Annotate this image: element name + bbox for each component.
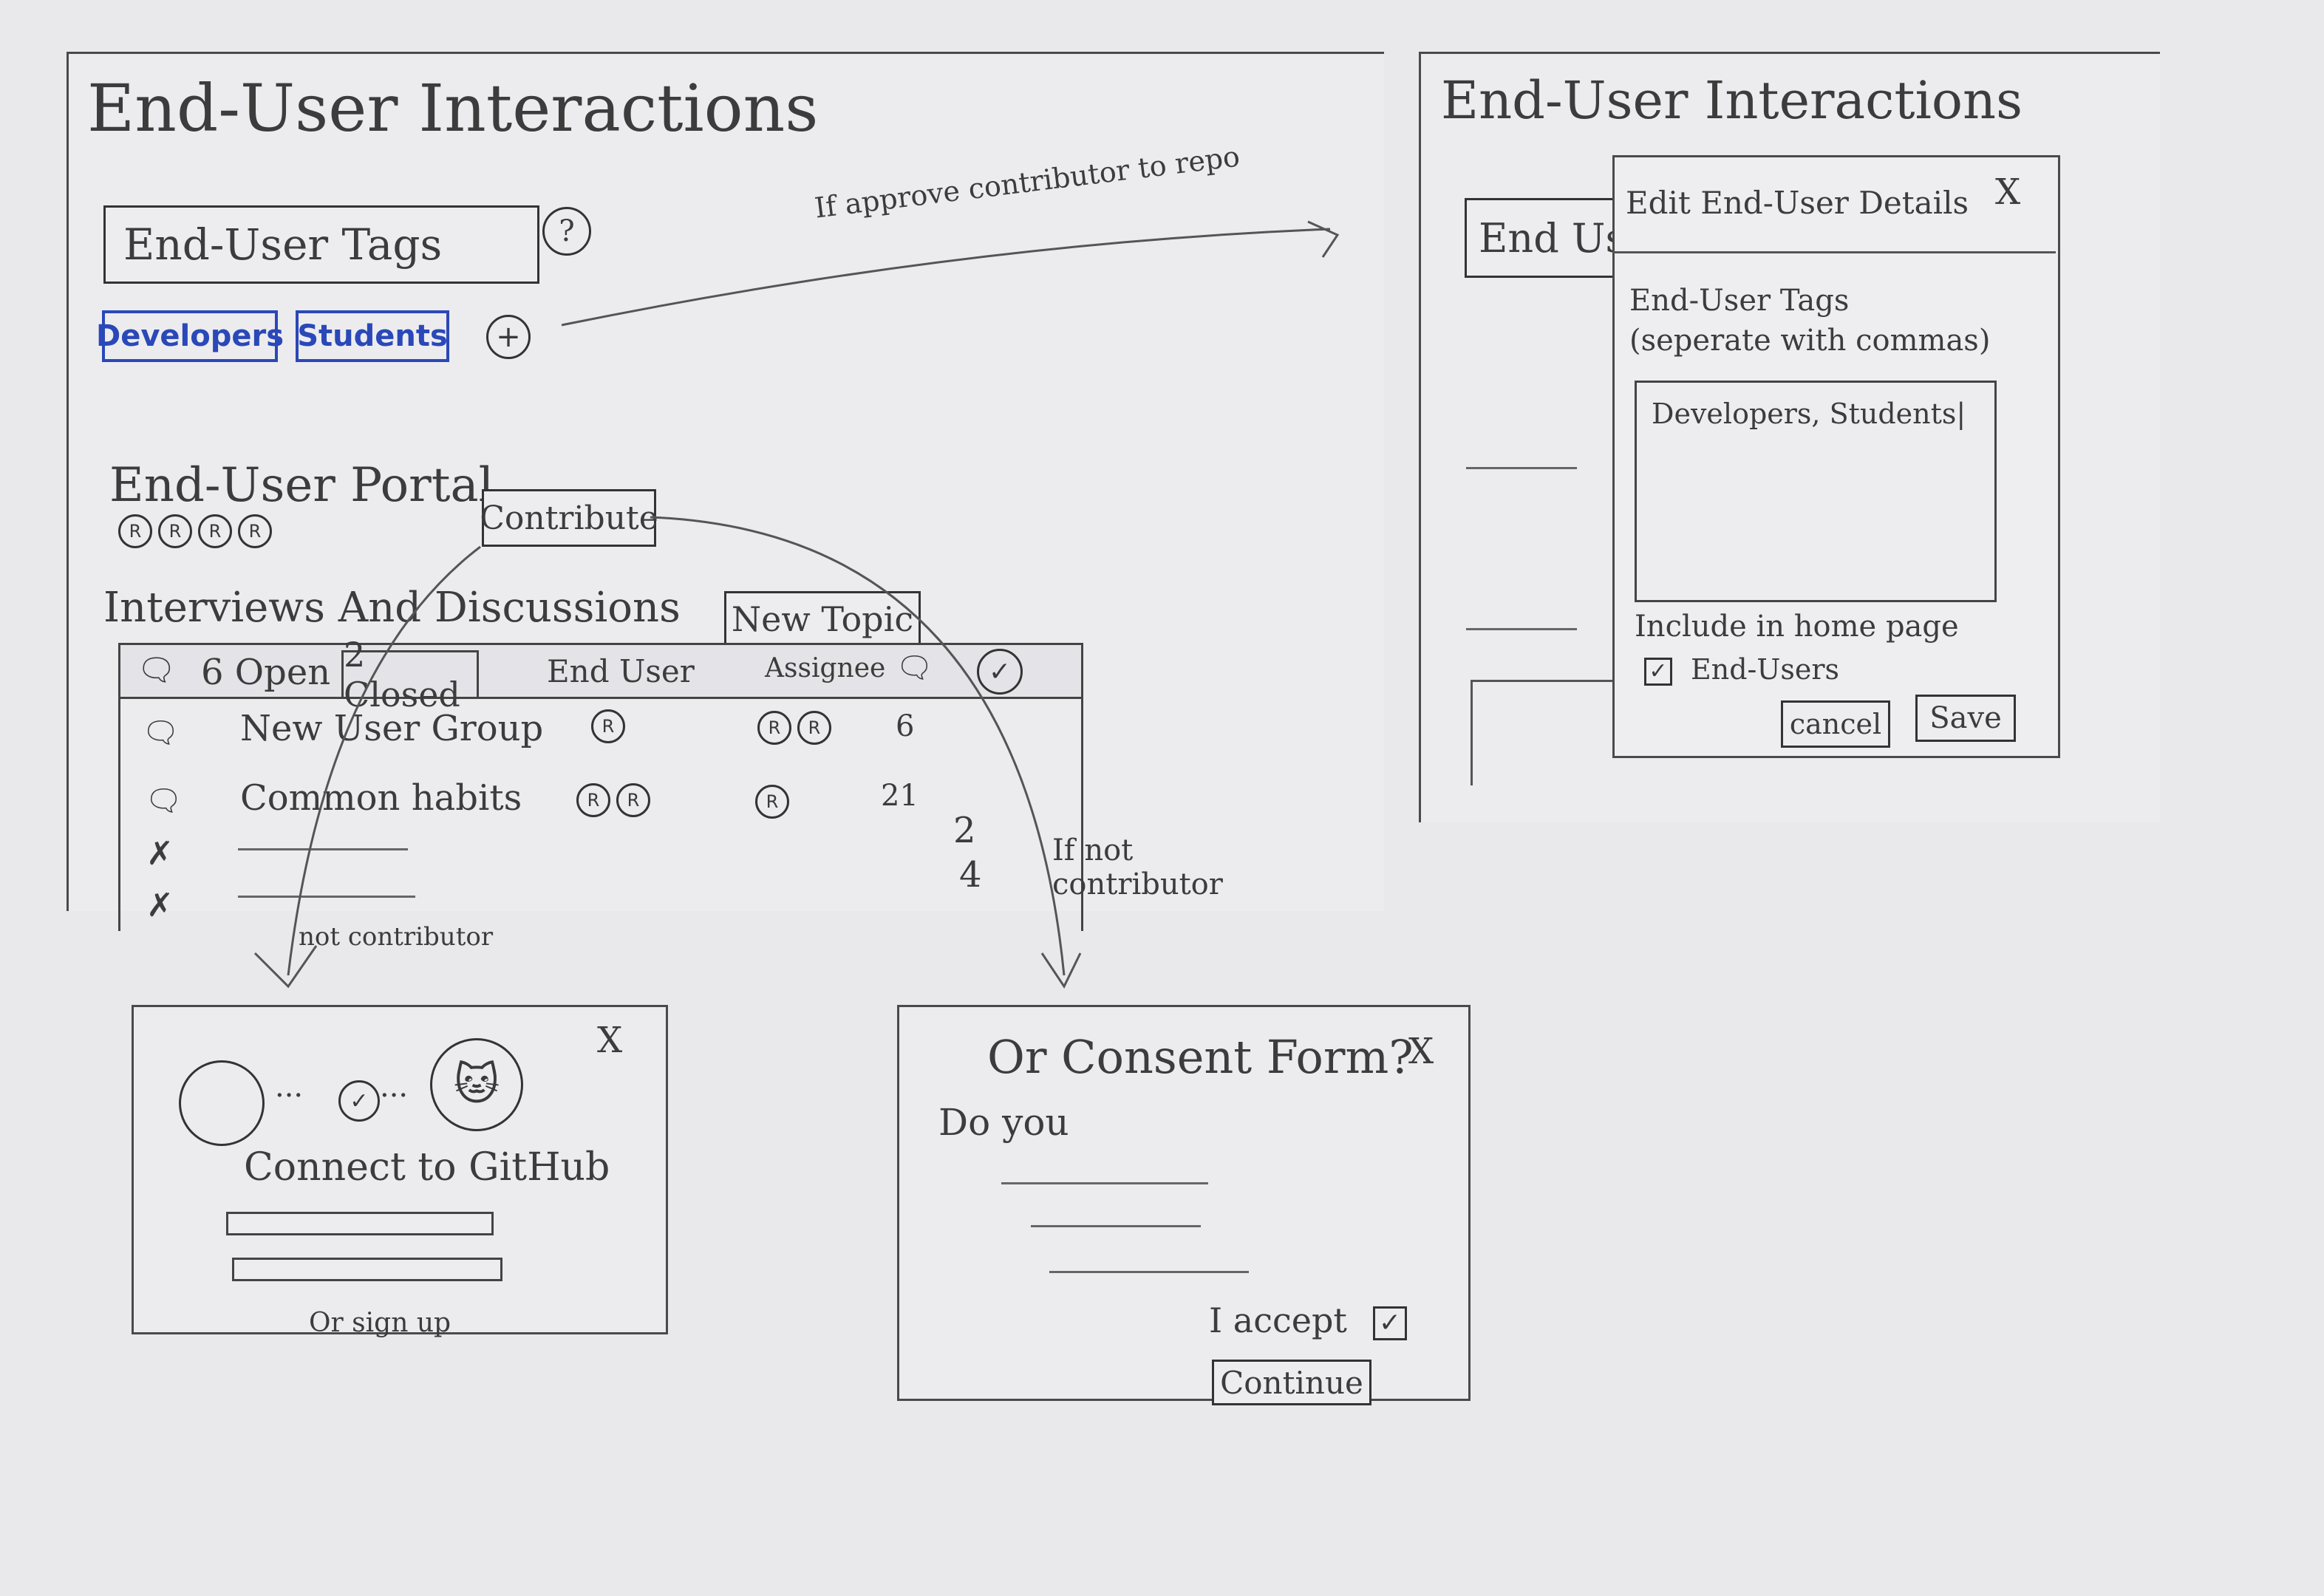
- dialog-title: Edit End-User Details: [1626, 185, 1969, 221]
- end-users-label: End-Users: [1691, 653, 1840, 686]
- accept-checkbox[interactable]: ✓: [1373, 1306, 1407, 1340]
- arrowhead: [253, 945, 318, 989]
- discussions-title: Interviews And Discussions: [103, 584, 681, 632]
- right-panel-title: End-User Interactions: [1441, 70, 2023, 131]
- row-assignee-avatars: R: [755, 785, 795, 819]
- annotation-if-not-contributor: If not contributor: [1052, 833, 1223, 901]
- table-row-topic[interactable]: New User Group: [240, 708, 544, 749]
- accept-label: I accept: [1209, 1300, 1347, 1340]
- comment-icon: 🗨: [145, 784, 183, 818]
- end-user-tags-field[interactable]: End-User Tags: [103, 205, 539, 284]
- closed-topic-icon: ✗: [146, 887, 174, 924]
- tag-developers[interactable]: Developers: [96, 310, 284, 362]
- consent-text-placeholder: [1049, 1271, 1249, 1273]
- arrowhead: [1307, 220, 1340, 258]
- check-circle-icon: ✓: [338, 1080, 380, 1122]
- close-icon[interactable]: X: [1408, 1031, 1434, 1072]
- dialog-title: Or Consent Form?: [987, 1030, 1414, 1084]
- row-comment-count: 6: [896, 709, 915, 743]
- col-end-user[interactable]: End User: [547, 653, 695, 689]
- closed-count: 4: [959, 854, 982, 896]
- arrow-to-edit-dialog: [561, 228, 1331, 327]
- avatar: R: [616, 783, 650, 817]
- add-tag-icon[interactable]: +: [486, 315, 531, 359]
- password-field[interactable]: [232, 1258, 502, 1281]
- page-title: End-User Interactions: [87, 70, 819, 146]
- dialog-title: Connect to GitHub: [244, 1145, 610, 1190]
- placeholder-squiggle: [1466, 628, 1577, 630]
- annotation-not-contributor: not contributor: [299, 922, 494, 952]
- arrow-to-github: [287, 545, 481, 976]
- tags-textarea[interactable]: Developers, Students|: [1635, 381, 1997, 602]
- tag-students[interactable]: Students: [296, 310, 449, 362]
- table-row-topic[interactable]: Common habits: [240, 777, 522, 819]
- end-users-checkbox[interactable]: ✓: [1644, 658, 1672, 686]
- open-filter[interactable]: 6 Open: [201, 652, 331, 693]
- username-field[interactable]: [226, 1212, 494, 1235]
- comment-icon: 🗨: [142, 716, 180, 750]
- portal-title: End-User Portal: [109, 458, 494, 513]
- main-panel: [67, 52, 1384, 911]
- comment-count-icon: 🗨: [896, 651, 933, 685]
- check-circle-icon: ✓: [977, 649, 1023, 695]
- closed-row-placeholder: [238, 896, 415, 898]
- connection-dots: ···: [275, 1079, 304, 1113]
- table-header: [118, 643, 1083, 699]
- placeholder-squiggle: [1466, 467, 1577, 469]
- avatar: R: [797, 711, 831, 745]
- avatar: R: [158, 514, 192, 548]
- avatar: R: [591, 709, 625, 743]
- app-logo: [179, 1060, 265, 1146]
- avatar: R: [755, 785, 789, 819]
- close-icon[interactable]: X: [1995, 171, 2021, 213]
- github-icon: 🐱: [430, 1038, 523, 1131]
- arrowhead: [1040, 952, 1082, 989]
- end-user-tags-field-partial[interactable]: End Us: [1465, 198, 1634, 278]
- avatar: R: [198, 514, 232, 548]
- closed-topic-icon: ✗: [146, 835, 174, 873]
- consent-text-placeholder: [1031, 1225, 1201, 1227]
- avatar: R: [576, 783, 610, 817]
- continue-button[interactable]: Continue: [1212, 1360, 1371, 1405]
- row-end-user-avatars: R: [591, 709, 631, 743]
- dialog-divider: [1612, 251, 2056, 253]
- cancel-button[interactable]: cancel: [1781, 700, 1890, 748]
- closed-count: 2: [953, 810, 976, 851]
- connection-dots: ···: [380, 1079, 409, 1113]
- col-assignee[interactable]: Assignee: [765, 653, 886, 683]
- avatar: R: [118, 514, 152, 548]
- consent-text-placeholder: [1001, 1182, 1208, 1184]
- contribute-button[interactable]: Contribute: [480, 489, 658, 547]
- row-comment-count: 21: [881, 779, 919, 813]
- help-icon[interactable]: ?: [542, 207, 591, 256]
- save-button[interactable]: Save: [1915, 695, 2016, 742]
- avatar: R: [757, 711, 791, 745]
- close-icon[interactable]: X: [597, 1020, 623, 1061]
- include-home-label: Include in home page: [1635, 610, 1959, 644]
- tags-label: End-User Tags (seperate with commas): [1629, 284, 1991, 358]
- closed-row-placeholder: [238, 848, 408, 850]
- signup-link[interactable]: Or sign up: [309, 1308, 451, 1338]
- arrow-to-consent: [650, 516, 1066, 976]
- end-user-tags-label: End-User Tags: [123, 219, 443, 270]
- avatar: R: [238, 514, 272, 548]
- consent-intro: Do you: [938, 1101, 1069, 1144]
- comment-icon: 🗨: [137, 652, 177, 688]
- new-topic-button[interactable]: New Topic: [724, 591, 921, 647]
- placeholder-box: [1471, 680, 1621, 785]
- discussions-table: [118, 643, 1083, 931]
